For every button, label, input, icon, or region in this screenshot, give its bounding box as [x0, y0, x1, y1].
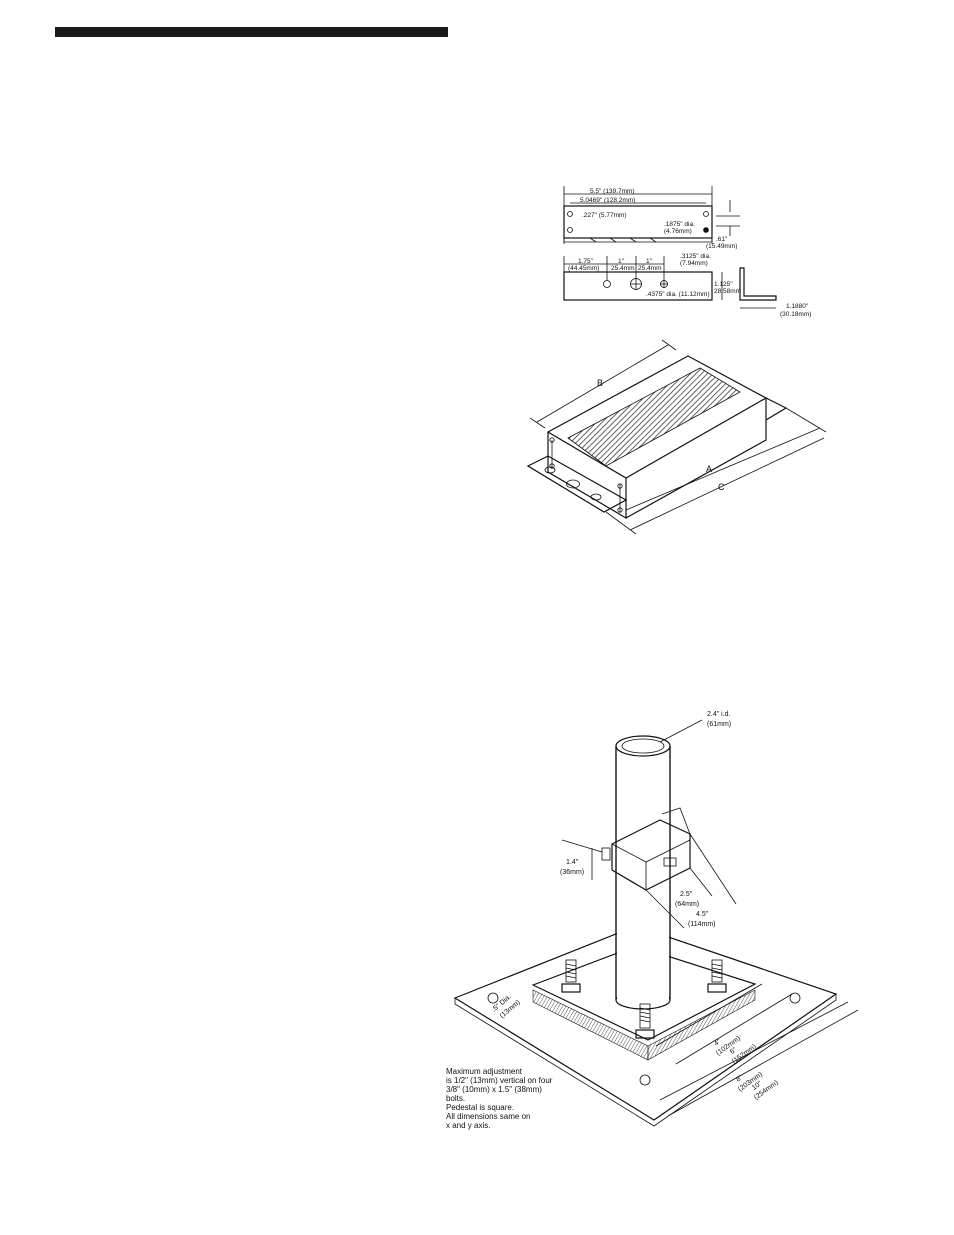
label-a: A — [706, 464, 712, 474]
dim-tube-id-mm: (61mm) — [707, 721, 731, 728]
dim-small-hole: .3125" dia. — [680, 253, 711, 260]
dim-tube-id: 2.4" i.d. — [707, 711, 731, 718]
dim-height: 1.125" — [714, 281, 733, 288]
label-b: B — [597, 378, 603, 388]
dim-height-mm: 28.58mm — [714, 288, 741, 295]
note-line: Maximum adjustment — [446, 1067, 523, 1076]
pedestal-drawing: 2.4" i.d. (61mm) 1.4" (36mm) 2.5" (64mm)… — [446, 711, 859, 1130]
dim-edge-dist: .61" — [716, 236, 728, 243]
note-line: bolts. — [446, 1094, 465, 1103]
bolt-right — [707, 959, 727, 993]
dim-hole-dia: .1875" dia. — [664, 221, 695, 228]
bracket-front-view: 1.75" (44.45mm) 1" 25.4mm 1" 25.4mm .312… — [563, 253, 811, 318]
dim-c-mm: 25.4mm — [638, 265, 661, 272]
dim-clamp-depth: 4.5" — [696, 911, 709, 918]
dim-hole-span: 5.0469" (128.2mm) — [580, 197, 635, 204]
dim-small-hole-mm: (7.94mm) — [680, 260, 708, 267]
dim-clamp-width-mm: (64mm) — [675, 901, 699, 908]
dim-c: 1" — [646, 258, 653, 265]
dim-edge-dist-mm: (15.49mm) — [706, 243, 737, 250]
dim-large-hole: .4375" dia. (11.12mm) — [646, 291, 710, 298]
dim-side-depth-mm: (30.18mm) — [780, 311, 811, 318]
dim-clamp-height-mm: (36mm) — [560, 869, 584, 876]
dim-hole-offset: .227" (5.77mm) — [582, 212, 627, 219]
note-line: is 1/2" (13mm) vertical on four — [446, 1076, 553, 1085]
bolt-left — [561, 959, 581, 993]
pedestal-note: Maximum adjustment is 1/2" (13mm) vertic… — [446, 1067, 553, 1130]
dim-6: 6" — [729, 1046, 739, 1056]
note-line: 3/8" (10mm) x 1.5" (38mm) — [446, 1085, 542, 1094]
dim-a-mm: (44.45mm) — [568, 265, 599, 272]
dim-b: 1" — [618, 258, 625, 265]
dim-a: 1.75" — [578, 258, 594, 265]
tray-isometric: B A C — [526, 339, 827, 535]
dim-side-depth: 1.1880" — [786, 303, 809, 310]
note-line: x and y axis. — [446, 1121, 490, 1130]
header-bar — [55, 27, 448, 37]
dim-overall-width: 5.5" (139.7mm) — [590, 188, 635, 195]
dim-b-mm: 25.4mm — [611, 265, 634, 272]
dim-hole-dia-mm: (4.76mm) — [664, 228, 692, 235]
label-c: C — [718, 482, 725, 492]
dim-clamp-height: 1.4" — [566, 859, 579, 866]
note-line: All dimensions same on — [446, 1112, 530, 1121]
dim-clamp-width: 2.5" — [680, 891, 693, 898]
bracket-top-view: 5.5" (139.7mm) 5.0469" (128.2mm) .227" (… — [563, 186, 740, 250]
dim-clamp-depth-mm: (114mm) — [688, 921, 715, 928]
dim-8: 8" — [735, 1074, 745, 1084]
note-line: Pedestal is square. — [446, 1103, 514, 1112]
dim-4: 4" — [713, 1038, 723, 1048]
